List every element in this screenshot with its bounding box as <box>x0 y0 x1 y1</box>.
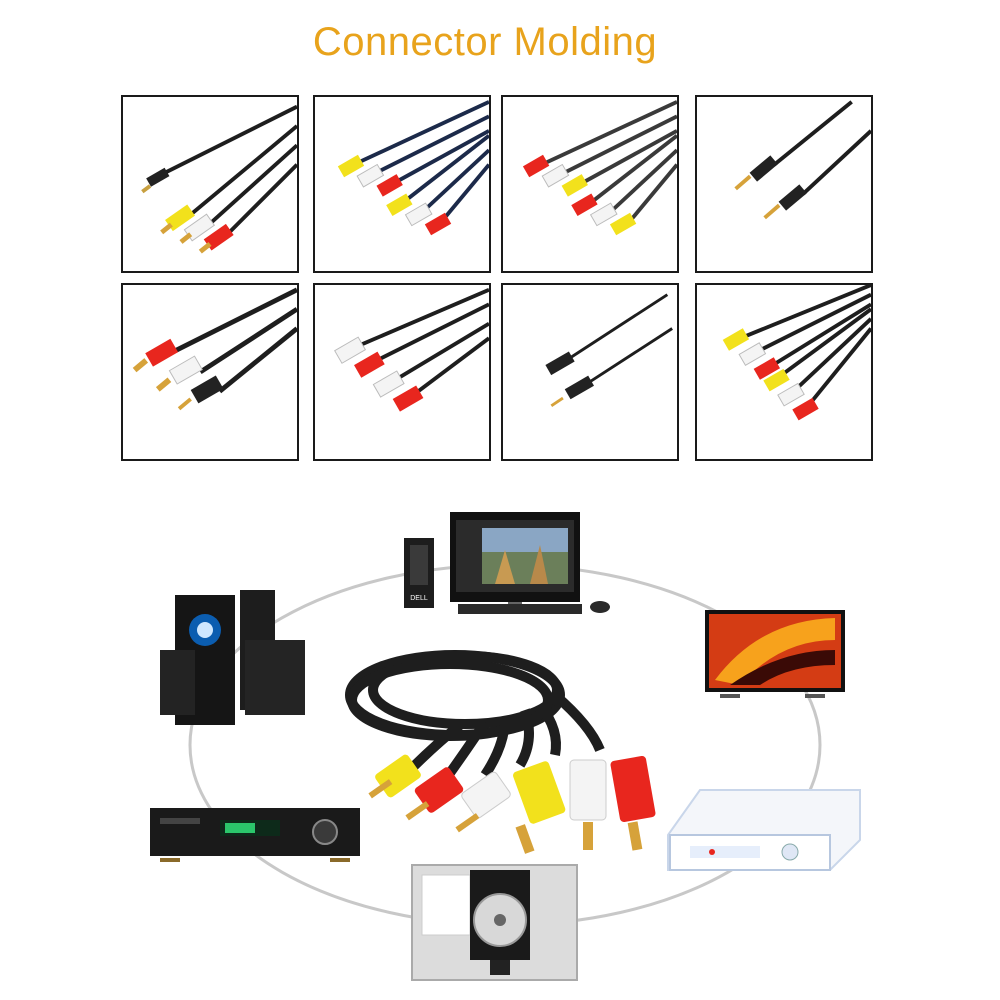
page-title: Connector Molding <box>312 20 658 64</box>
jack-extension-cable-icon <box>545 293 673 408</box>
rca-to-rca-blue-cable-icon <box>337 100 489 236</box>
cable-cell-6 <box>313 283 491 461</box>
cable-cell-5 <box>121 283 299 461</box>
television-icon <box>705 610 845 698</box>
cable-cell-8 <box>695 283 873 461</box>
rca-to-jack-black-icon <box>132 287 297 411</box>
cable-cell-3 <box>501 95 679 273</box>
jack-to-rca-yellow-white-red-icon <box>141 104 297 254</box>
svg-text:DELL: DELL <box>410 595 428 602</box>
cd-player-icon <box>411 864 578 981</box>
aux-jack-cable-icon <box>734 100 871 220</box>
speaker-system-icon <box>160 590 305 725</box>
rca-to-rca-black-cable-icon <box>722 285 871 421</box>
desktop-computer-icon: DELL <box>404 512 610 614</box>
cable-cell-7 <box>501 283 679 461</box>
rca-red-white-pair-icon <box>334 288 489 412</box>
cable-cell-2 <box>313 95 491 273</box>
device-scene-illustration: DELL <box>150 512 861 981</box>
cable-cell-1 <box>121 95 299 273</box>
device-scene: DELL <box>0 490 1000 1000</box>
av-receiver-icon <box>150 808 360 862</box>
rca-to-rca-grey-cable-icon <box>522 100 677 236</box>
coiled-av-rca-cable-icon <box>345 650 656 854</box>
cable-cell-4 <box>695 95 873 273</box>
set-top-box-icon <box>667 789 861 871</box>
